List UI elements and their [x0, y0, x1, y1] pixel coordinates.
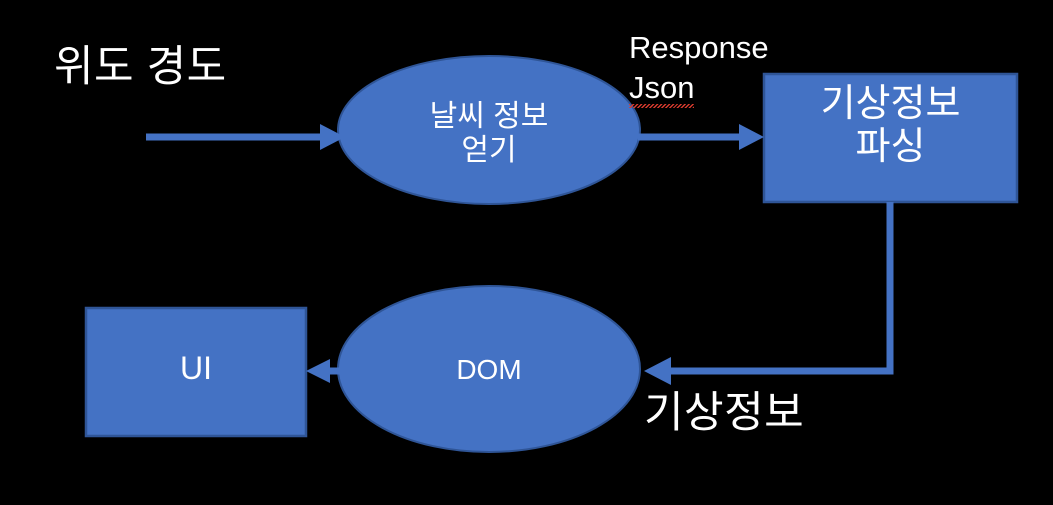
label-json: Json: [629, 70, 695, 105]
edge-weather-get-to-parse[interactable]: [638, 124, 764, 150]
edge-parse-to-dom[interactable]: [644, 202, 894, 385]
node-weather-get-shape[interactable]: [337, 55, 641, 205]
label-latitude-longitude: 위도 경도: [54, 43, 227, 91]
node-ui-shape[interactable]: [84, 306, 308, 438]
node-dom-shape[interactable]: [337, 285, 641, 453]
node-weather-parse-shape[interactable]: [762, 72, 1019, 204]
edge-dom-to-ui[interactable]: [306, 359, 342, 383]
label-json-container: Json: [629, 70, 695, 108]
label-response: Response: [629, 30, 769, 65]
label-weather-info: 기상정보: [644, 389, 805, 437]
spellcheck-underline-icon: [629, 104, 695, 108]
edge-latlon-to-weather-get[interactable]: [146, 124, 345, 150]
